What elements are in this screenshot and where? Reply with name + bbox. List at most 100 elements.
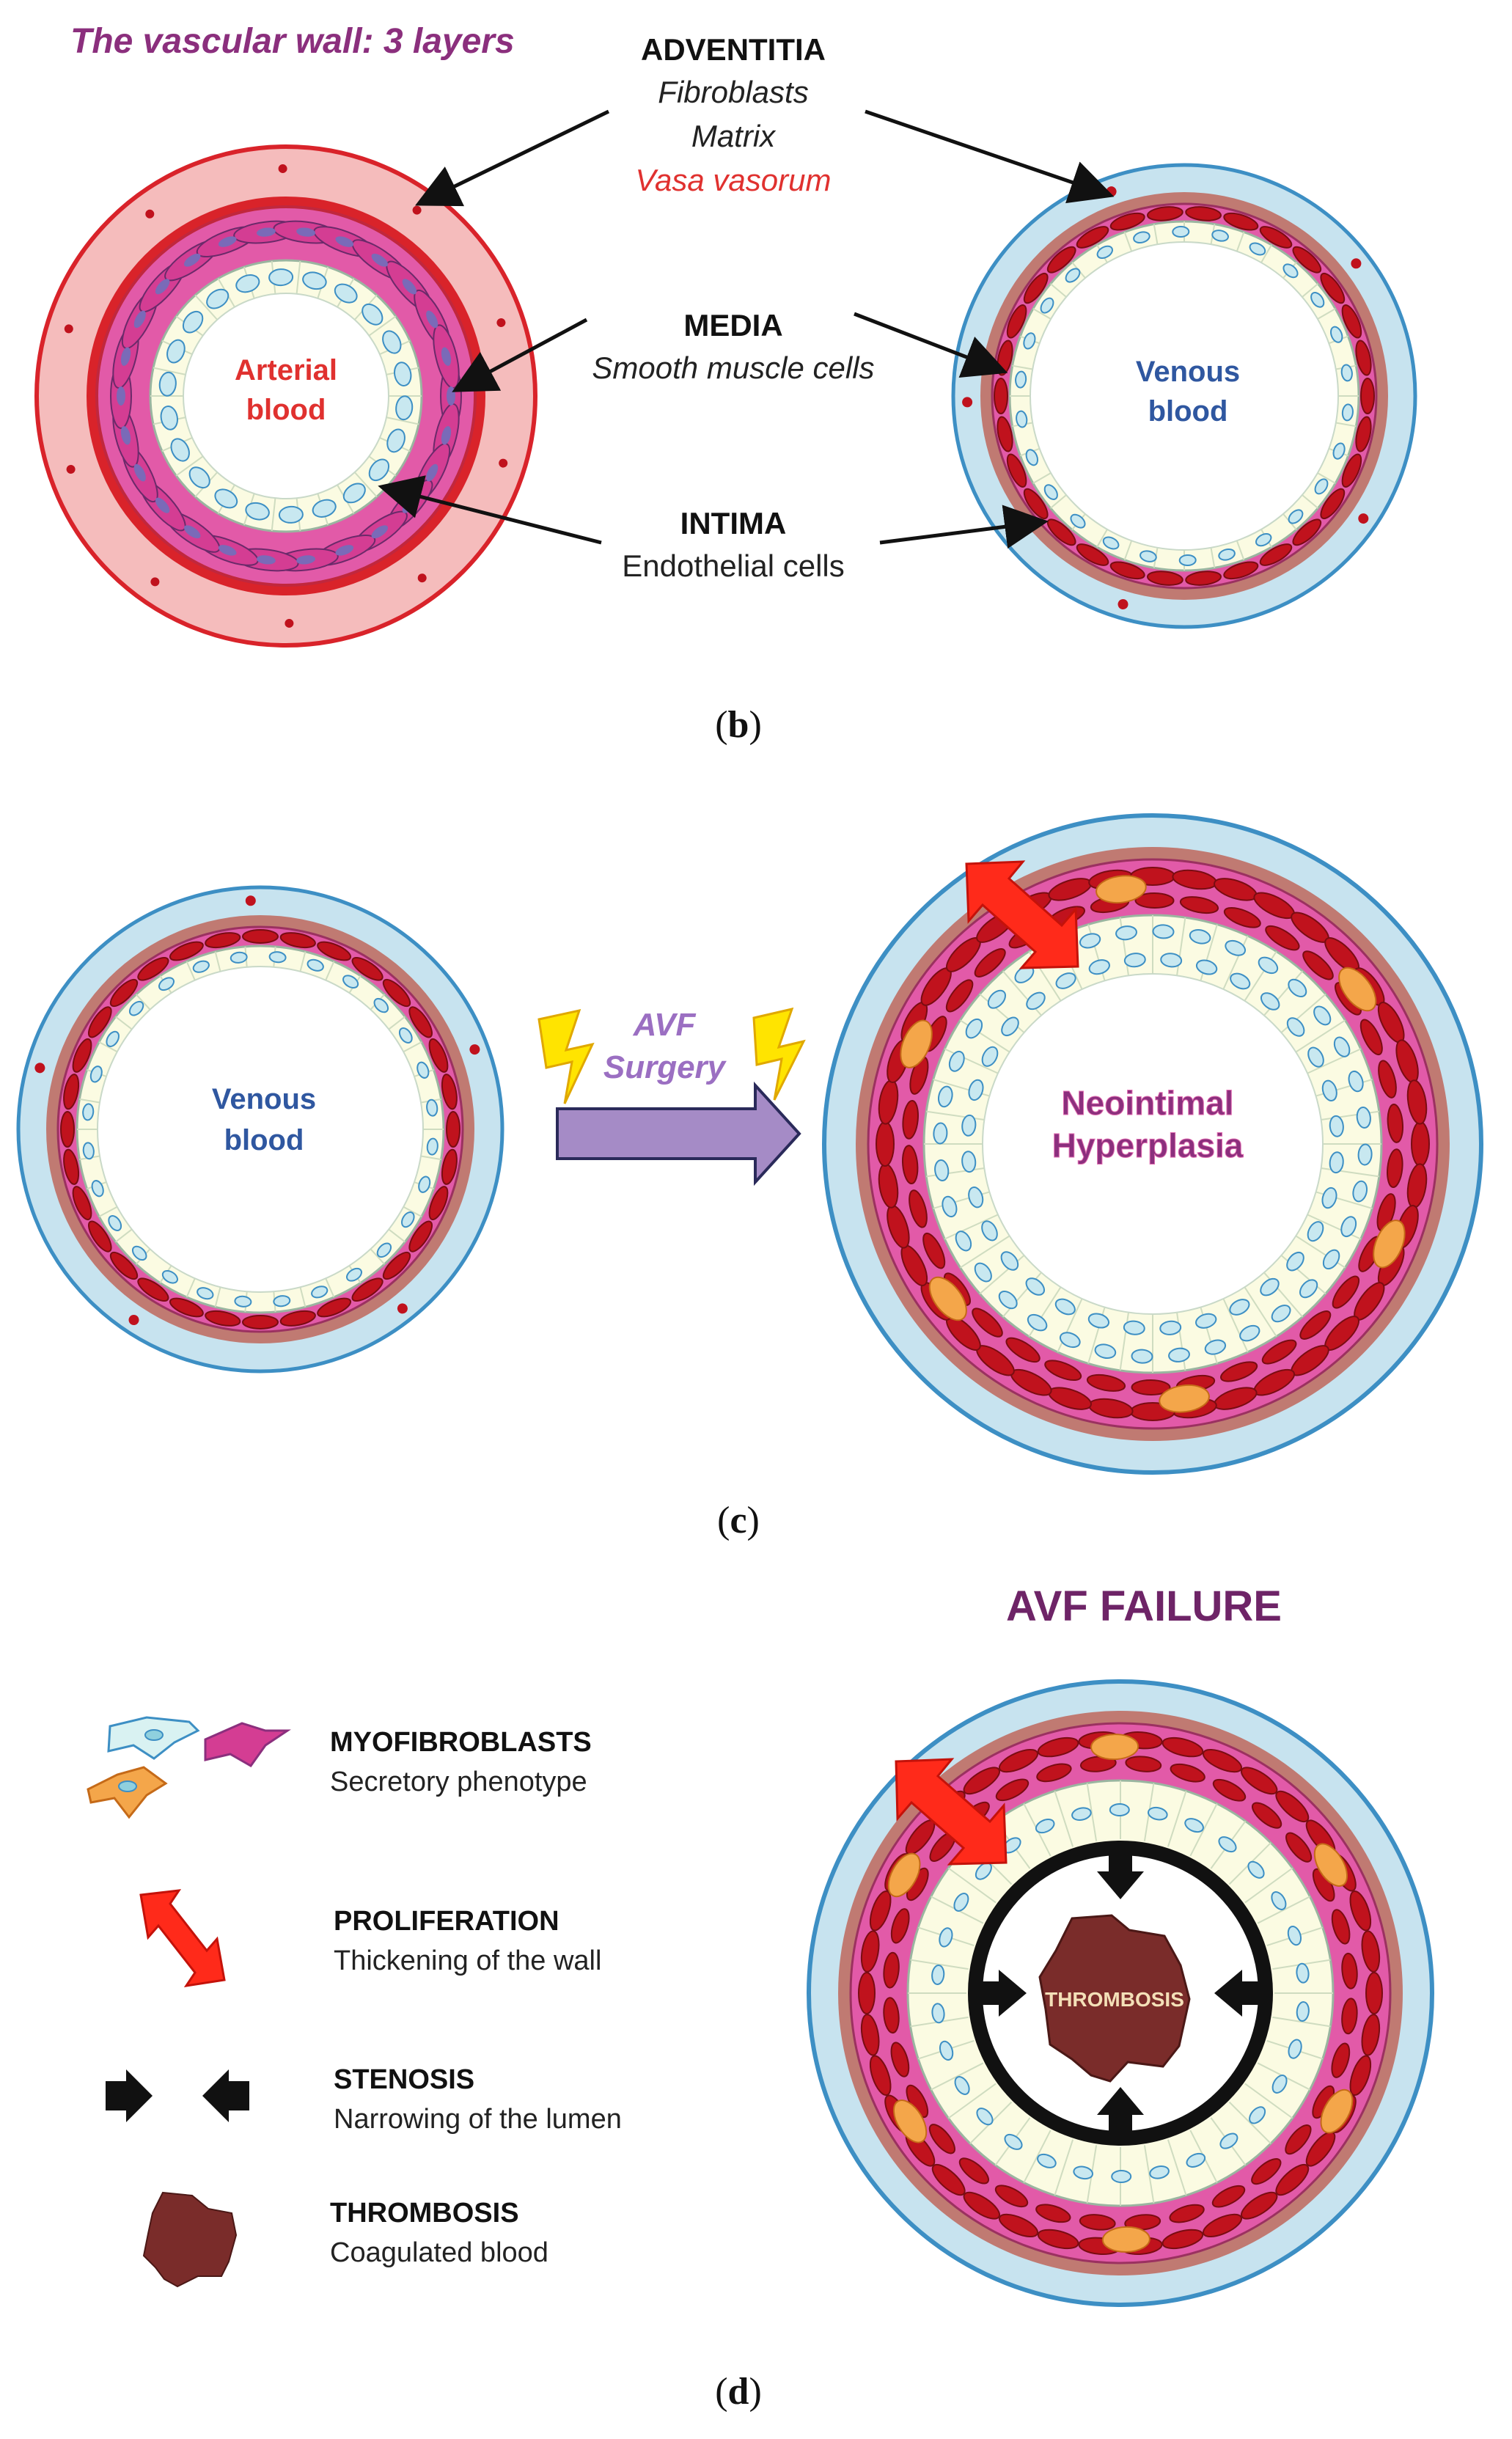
endothelial-nucleus (934, 1159, 950, 1181)
muscle-nucleus (169, 941, 204, 961)
vein-b-label-line1: Venous (1136, 356, 1240, 388)
legend-stenosis-desc: Narrowing of the lumen (334, 2104, 622, 2135)
myofibroblast (928, 1276, 967, 1321)
endothelial-nucleus (393, 362, 412, 386)
legend-stenosis-heading: STENOSIS (334, 2064, 474, 2095)
endothelial-nucleus (939, 1927, 953, 1948)
endothelial-border (135, 994, 151, 1011)
stenosis-arrow-right-icon (106, 2069, 153, 2122)
muscle-nucleus (137, 1277, 169, 1302)
muscle-nucleus (218, 545, 237, 556)
muscle-nucleus (382, 978, 411, 1008)
endothelial-nucleus (82, 1103, 95, 1121)
myofibroblast (1090, 1734, 1139, 1761)
endothelial-nucleus (368, 458, 390, 482)
endothelial-border (115, 1228, 133, 1243)
caption-b: (b) (715, 704, 762, 746)
panel-b-title: The vascular wall: 3 layers (70, 22, 515, 61)
endothelial-nucleus (965, 1018, 983, 1039)
endothelial-nucleus (1037, 2153, 1057, 2168)
endothelial-nucleus (1178, 554, 1197, 567)
endothelial-nucleus (1296, 2001, 1310, 2022)
endothelial-border (1222, 935, 1249, 990)
muscle-nucleus (120, 426, 131, 445)
intima-line1: Endothelial cells (622, 549, 845, 583)
endothelial-nucleus (1035, 1819, 1055, 1834)
endothelial-nucleus (1282, 263, 1299, 279)
vasa-vasorum (1118, 599, 1129, 609)
endothelial-nucleus (230, 951, 248, 964)
muscle-nucleus (901, 1145, 919, 1185)
muscle-nucleus (876, 1121, 895, 1167)
legend-myofibroblasts-desc: Secretory phenotype (330, 1767, 587, 1797)
endothelial-border (1228, 2101, 1271, 2144)
muscle-nucleus (928, 2124, 955, 2154)
muscle-nucleus (931, 2163, 966, 2196)
adventitia-line3: Vasa vasorum (636, 163, 832, 197)
endothelial-nucleus (1168, 1347, 1190, 1362)
muscle-nucleus (1241, 1767, 1278, 1795)
endothelial-nucleus (1123, 953, 1146, 968)
endothelial-nucleus (1310, 292, 1325, 308)
endothelial-border (403, 1206, 422, 1217)
endothelial-border (944, 1214, 999, 1240)
endothelial-nucleus (1152, 924, 1175, 939)
muscle-nucleus (133, 310, 146, 329)
muscle-nucleus (279, 1310, 316, 1327)
muscle-nucleus (909, 1189, 928, 1228)
muscle-nucleus (426, 463, 438, 482)
endothelial-nucleus (942, 1195, 958, 1218)
endothelial-border (153, 367, 186, 375)
endothelial-border (1244, 1286, 1277, 1338)
endothelial-border (1123, 540, 1133, 560)
muscle-nucleus (997, 416, 1013, 452)
pointer-lines (378, 109, 1115, 549)
endothelial-border (1143, 2145, 1155, 2204)
endothelial-nucleus (342, 975, 359, 989)
endothelial-nucleus (1329, 1151, 1344, 1174)
proliferation-arrow-d (895, 1758, 1008, 1866)
endothelial-border (370, 1248, 386, 1265)
endothelial-nucleus (961, 1151, 977, 1173)
endothelial-nucleus (160, 406, 179, 430)
endothelial-nucleus (1352, 1180, 1368, 1203)
endothelial-nucleus (1258, 956, 1279, 975)
endothelial-border (388, 1228, 405, 1243)
endothelial-nucleus (1000, 1251, 1019, 1271)
endothelial-nucleus (416, 1061, 430, 1079)
adventitia-heading: ADVENTITIA (641, 32, 826, 67)
endothelial-nucleus (1288, 978, 1307, 997)
vein-c-label-line1: Venous (212, 1083, 316, 1115)
myofibroblast (1101, 2226, 1150, 2253)
muscle-nucleus (1109, 212, 1145, 231)
endothelial-border (175, 455, 204, 477)
endothelial-nucleus (1001, 1016, 1019, 1037)
endothelial-nucleus (1088, 959, 1110, 975)
muscle-nucleus (998, 2213, 1039, 2238)
legend-myofibroblasts-heading: MYOFIBROBLASTS (330, 1727, 592, 1758)
muscle-nucleus (869, 2055, 892, 2097)
vasa-vasorum (150, 577, 160, 587)
endothelial-border (1244, 2083, 1293, 2119)
endothelial-border (296, 260, 301, 294)
endothelial-nucleus (1131, 1349, 1153, 1364)
muscle-nucleus (1079, 2214, 1116, 2231)
endothelial-border (1317, 472, 1336, 484)
endothelial-nucleus (1115, 925, 1137, 941)
endothelial-border (1032, 472, 1052, 484)
caption-c-open: ( (717, 1500, 730, 1541)
endothelial-border (1307, 1048, 1362, 1074)
endothelial-nucleus (376, 1242, 392, 1258)
endothelial-border (1086, 1783, 1098, 1841)
endothelial-border (1295, 1019, 1346, 1053)
muscle-nucleus (1161, 2229, 1204, 2250)
thrombus-label: THROMBOSIS (1045, 1988, 1184, 2011)
muscle-nucleus (218, 236, 237, 247)
stenosis-arrow-left-icon (202, 2069, 249, 2122)
muscle-nucleus (351, 956, 383, 981)
vasa-vasorum (469, 1044, 480, 1055)
endothelial-border (1307, 1214, 1362, 1240)
endothelial-nucleus (1288, 509, 1304, 524)
endothelial-nucleus (161, 1270, 178, 1284)
endothelial-border (1272, 2016, 1331, 2028)
